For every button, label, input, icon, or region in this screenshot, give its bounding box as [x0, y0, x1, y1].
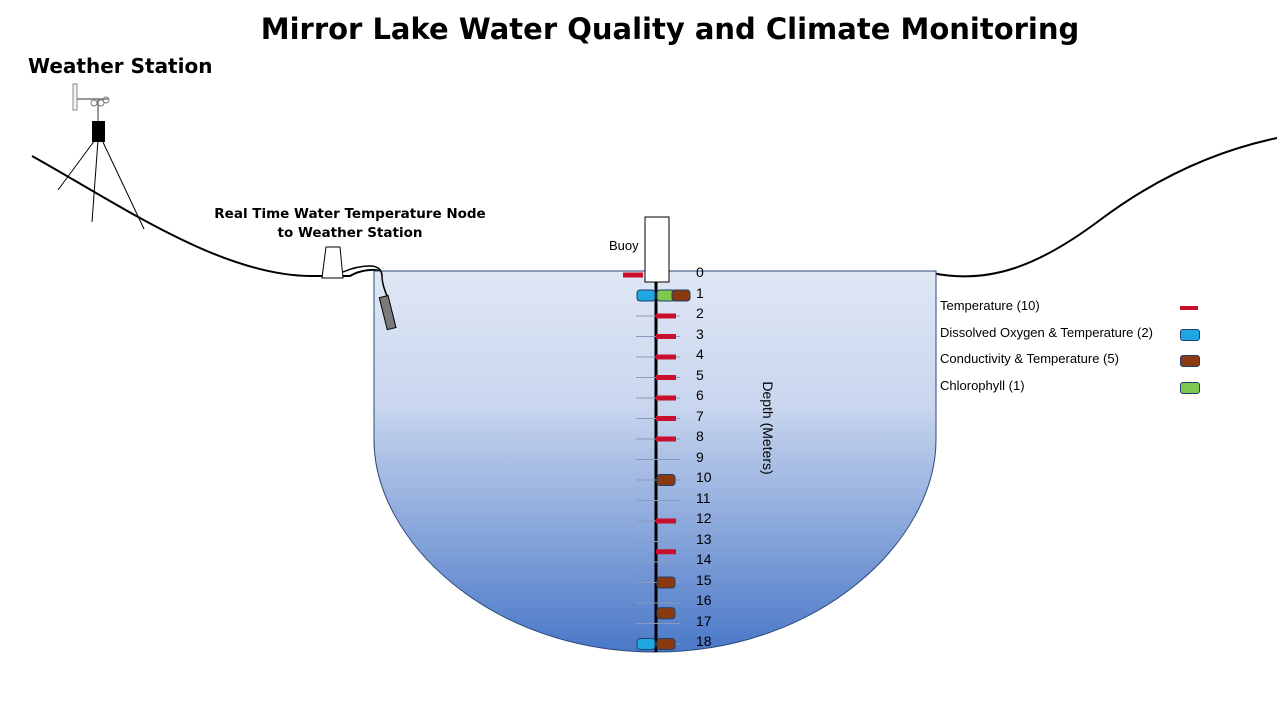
depth-label-3: 3	[696, 325, 704, 342]
legend-swatch-chl	[1180, 381, 1200, 394]
depth-axis-title: Depth (Meters)	[760, 381, 776, 475]
sensor-temp-10	[656, 436, 676, 442]
diagram-title: Mirror Lake Water Quality and Climate Mo…	[260, 12, 1080, 46]
depth-label-8: 8	[696, 428, 704, 444]
depth-label-17: 17	[696, 612, 712, 629]
sensor-temp-6	[656, 354, 676, 360]
sensor-do-16	[636, 638, 656, 650]
depth-label-6: 6	[696, 387, 704, 403]
temperature-node-label: Real Time Water Temperature Node to Weat…	[200, 205, 500, 243]
depth-label-7: 7	[696, 407, 704, 424]
ground-line-right	[931, 137, 1278, 278]
legend-label-chl: Chlorophyll (1)	[940, 377, 1025, 393]
legend-label-cond: Conductivity & Temperature (5)	[940, 351, 1119, 366]
sensor-do-1	[636, 289, 656, 302]
depth-label-4: 4	[696, 346, 704, 362]
sensor-cond-14	[656, 576, 676, 589]
legend-swatch-cond	[1180, 355, 1200, 367]
depth-label-18: 18	[696, 633, 712, 649]
weather-station-label: Weather Station	[28, 54, 213, 78]
depth-label-1: 1	[696, 284, 704, 301]
sensor-temp-7	[656, 375, 676, 380]
sensor-cond-3	[671, 289, 691, 302]
sensor-cond-15	[656, 607, 676, 620]
sensor-temp-5	[656, 334, 676, 339]
sensor-temp-12	[656, 518, 676, 524]
sensor-temp-0	[623, 272, 643, 278]
depth-label-2: 2	[696, 305, 704, 321]
sensor-temp-4	[656, 313, 676, 319]
depth-label-11: 11	[696, 489, 711, 506]
legend-label-do: Dissolved Oxygen & Temperature (2)	[940, 324, 1153, 340]
depth-label-14: 14	[696, 551, 712, 567]
sensor-cond-17	[656, 638, 676, 650]
sensor-temp-9	[656, 416, 676, 421]
buoy-icon	[644, 216, 670, 283]
legend-swatch-temp	[1180, 306, 1198, 310]
depth-label-13: 13	[696, 530, 712, 547]
legend-label-temp: Temperature (10)	[940, 298, 1040, 313]
temperature-node-icon	[321, 246, 397, 331]
depth-label-16: 16	[696, 592, 712, 608]
depth-label-12: 12	[696, 510, 712, 526]
depth-label-5: 5	[696, 366, 704, 383]
weather-station-icon	[57, 83, 145, 230]
depth-label-9: 9	[696, 448, 704, 465]
node-label-line1: Real Time Water Temperature Node	[214, 206, 486, 222]
node-label-line2: to Weather Station	[277, 225, 423, 241]
depth-label-0: 0	[696, 264, 704, 280]
sensor-temp-8	[656, 395, 676, 401]
depth-label-10: 10	[696, 469, 712, 485]
sensor-cond-11	[656, 474, 676, 486]
buoy-label: Buoy	[609, 238, 639, 253]
legend-swatch-do	[1180, 328, 1200, 341]
ground-line-left	[31, 155, 383, 277]
sensor-marks	[623, 272, 691, 650]
sensor-temp-13	[656, 549, 676, 555]
depth-label-15: 15	[696, 571, 712, 588]
